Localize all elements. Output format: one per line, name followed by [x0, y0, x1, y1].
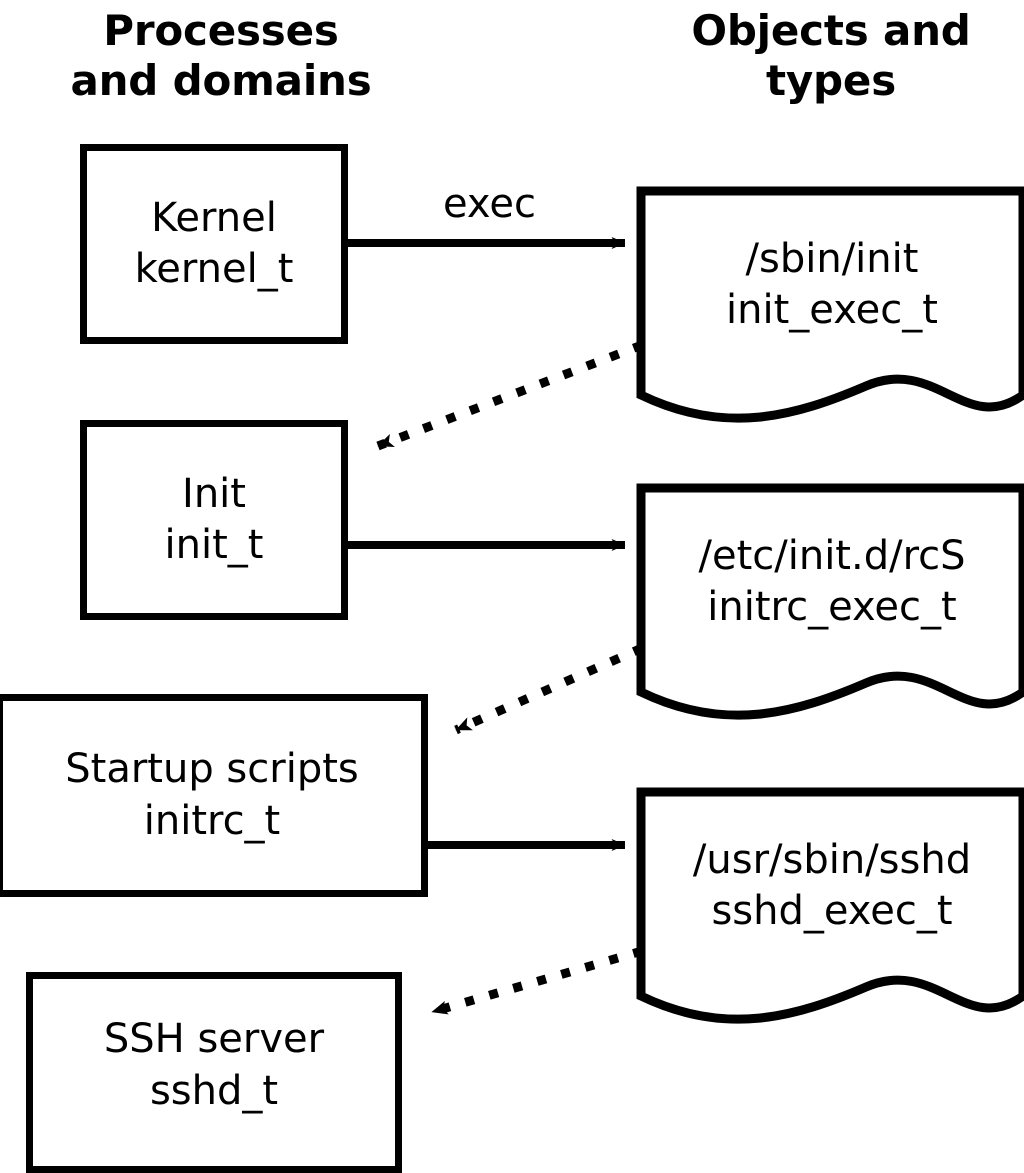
edge-sshd-exec-to-sshd: [430, 946, 644, 1017]
object-node-sshd-exec[interactable]: /usr/sbin/sshd sshd_exec_t: [636, 787, 1024, 1031]
process-node-kernel-label: Kernel kernel_t: [134, 194, 294, 292]
process-node-init[interactable]: Init init_t: [80, 420, 348, 620]
column-header-processes-and-domains: Processes and domains: [70, 6, 372, 105]
edge-initrc-exec-to-initrc: [454, 643, 644, 735]
process-node-init-label: Init init_t: [164, 470, 264, 568]
edge-init-exec-to-init: [376, 340, 644, 451]
process-node-initrc[interactable]: Startup scripts initrc_t: [0, 694, 428, 897]
process-node-sshd[interactable]: SSH server sshd_t: [26, 972, 402, 1173]
process-node-kernel[interactable]: Kernel kernel_t: [80, 144, 348, 344]
column-header-objects-and-types: Objects and types: [691, 6, 971, 105]
object-node-init-exec[interactable]: /sbin/init init_exec_t: [636, 186, 1024, 430]
edge-label-exec: exec: [443, 181, 536, 227]
process-node-initrc-label: Startup scripts initrc_t: [65, 746, 359, 844]
process-node-sshd-label: SSH server sshd_t: [103, 1016, 325, 1114]
object-node-initrc-exec[interactable]: /etc/init.d/rcS initrc_exec_t: [636, 483, 1024, 727]
